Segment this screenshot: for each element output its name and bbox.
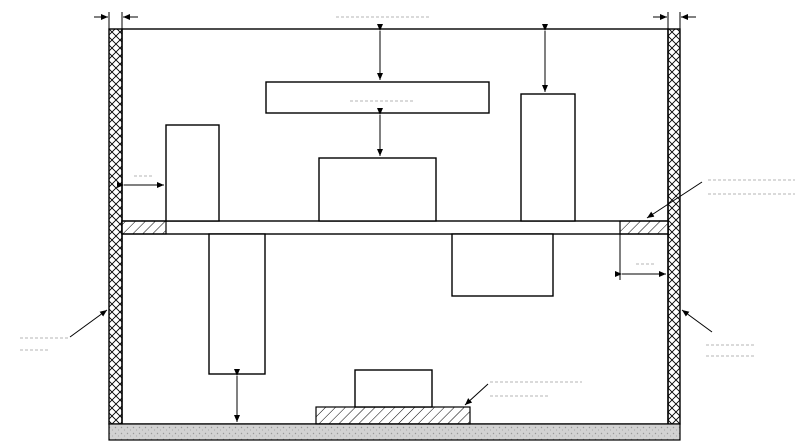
leader-arrow-left-wall	[69, 309, 108, 338]
heat-sink-block	[265, 81, 490, 114]
right-board-support	[619, 220, 669, 235]
floor-mount-pad	[315, 406, 471, 425]
component-bottom-right	[451, 233, 554, 297]
component-top-left	[165, 124, 220, 222]
component-top-center	[318, 157, 437, 222]
right-wall	[667, 28, 681, 425]
left-board-support	[121, 220, 167, 235]
circuit-board	[121, 220, 669, 235]
component-top-right	[520, 93, 576, 222]
left-wall	[108, 28, 123, 425]
leader-arrow-right-wall	[681, 309, 713, 333]
leader-arrow-right-support	[646, 181, 703, 219]
base-plate	[108, 423, 681, 441]
component-bottom-left	[208, 233, 266, 375]
leader-arrow-floor-pad	[464, 383, 489, 406]
floor-component	[354, 369, 433, 408]
